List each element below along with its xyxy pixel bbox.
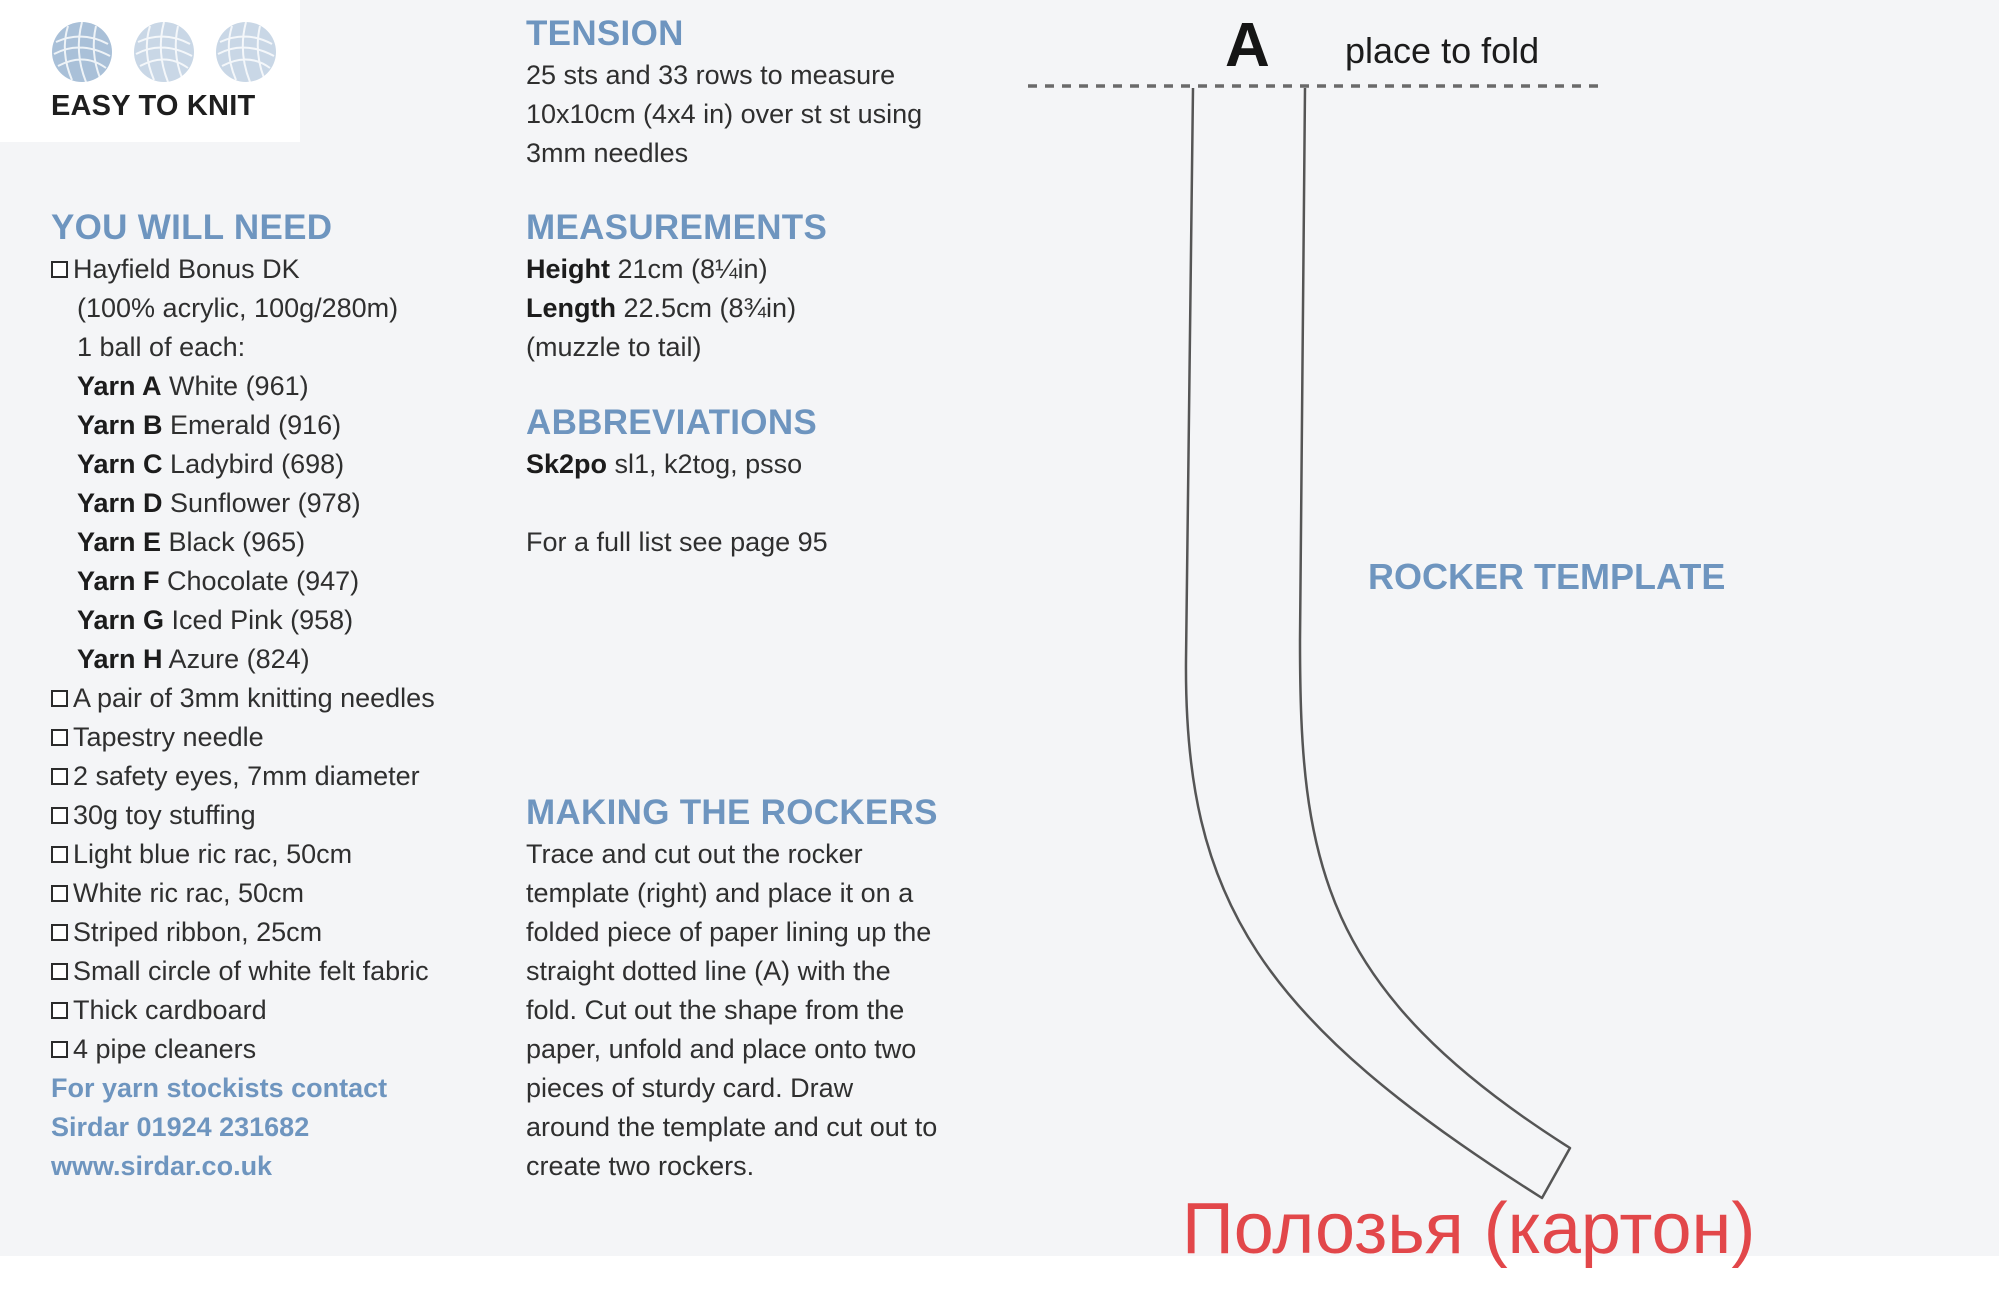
tension-line: 3mm needles — [526, 138, 689, 168]
instruction-line: create two rockers. — [526, 1151, 755, 1181]
tension-section: TENSION 25 sts and 33 rows to measure 10… — [526, 12, 922, 173]
supply-item: 2 safety eyes, 7mm diameter — [51, 757, 435, 796]
yarn-item: Yarn G Iced Pink (958) — [51, 601, 435, 640]
yarn-item: Yarn H Azure (824) — [51, 640, 435, 679]
checkbox-icon — [51, 690, 68, 707]
yarn-item: Yarn E Black (965) — [51, 523, 435, 562]
yarn-ball-icon — [52, 21, 112, 83]
instruction-line: pieces of sturdy card. Draw — [526, 1073, 854, 1103]
checkbox-icon — [51, 924, 68, 941]
yarn-item: Yarn C Ladybird (698) — [51, 445, 435, 484]
yarn-desc: Iced Pink (958) — [164, 605, 354, 635]
instruction-line: around the template and cut out to — [526, 1112, 938, 1142]
yarn-line: Hayfield Bonus DK — [51, 250, 435, 289]
yarn-ball-icon — [134, 21, 194, 83]
tension-heading: TENSION — [526, 14, 684, 53]
yarn-ball-icon — [216, 21, 276, 83]
bottom-strip — [0, 1256, 1999, 1296]
checkbox-icon — [51, 768, 68, 785]
yarn-qty: 1 ball of each: — [77, 332, 246, 362]
yarn-item: Yarn B Emerald (916) — [51, 406, 435, 445]
instruction-line: Trace and cut out the rocker — [526, 839, 863, 869]
supply-item: Tapestry needle — [51, 718, 435, 757]
yarn-label: Yarn C — [77, 449, 163, 479]
making-rockers-heading: MAKING THE ROCKERS — [526, 793, 938, 832]
stockist-website-link[interactable]: www.sirdar.co.uk — [51, 1151, 273, 1181]
handwritten-note: Полозья (картон) — [1182, 1189, 1756, 1269]
yarn-label: Yarn E — [77, 527, 162, 557]
instruction-line: paper, unfold and place onto two — [526, 1034, 917, 1064]
fold-marker-label: A — [1225, 11, 1270, 80]
tension-line: 10x10cm (4x4 in) over st st using — [526, 99, 923, 129]
difficulty-badge: EASY TO KNIT — [0, 0, 300, 142]
abbreviations-heading: ABBREVIATIONS — [526, 403, 818, 442]
instruction-line: straight dotted line (A) with the — [526, 956, 891, 986]
instruction-line: folded piece of paper lining up the — [526, 917, 932, 947]
height-value: 21cm (8¼in) — [610, 254, 768, 284]
supply-item: Striped ribbon, 25cm — [51, 913, 435, 952]
checkbox-icon — [51, 846, 68, 863]
yarn-desc: Black (965) — [161, 527, 306, 557]
yarn-desc: Azure (824) — [162, 644, 310, 674]
yarn-item: Yarn D Sunflower (978) — [51, 484, 435, 523]
supply-item: 30g toy stuffing — [51, 796, 435, 835]
abbreviations-section: ABBREVIATIONS Sk2po sl1, k2tog, psso For… — [526, 401, 828, 562]
rocker-template-title: ROCKER TEMPLATE — [1368, 556, 1726, 597]
measurements-heading: MEASUREMENTS — [526, 208, 828, 247]
fold-label: place to fold — [1345, 30, 1540, 71]
abbreviation-meaning: sl1, k2tog, psso — [607, 449, 803, 479]
yarn-desc: Sunflower (978) — [162, 488, 361, 518]
length-line: Length 22.5cm (8¾in) — [526, 289, 827, 328]
yarn-desc: Chocolate (947) — [159, 566, 360, 596]
yarn-desc: White (961) — [161, 371, 309, 401]
height-label: Height — [526, 254, 610, 284]
yarn-item: Yarn A White (961) — [51, 367, 435, 406]
making-rockers-section: MAKING THE ROCKERS Trace and cut out the… — [526, 791, 938, 1186]
height-line: Height 21cm (8¼in) — [526, 250, 827, 289]
checkbox-icon — [51, 885, 68, 902]
instruction-line: template (right) and place it on a — [526, 878, 914, 908]
checkbox-icon — [51, 729, 68, 746]
yarn-label: Yarn G — [77, 605, 165, 635]
checkbox-icon — [51, 1041, 68, 1058]
yarn-label: Yarn H — [77, 644, 163, 674]
checkbox-icon — [51, 807, 68, 824]
abbreviations-note: For a full list see page 95 — [526, 527, 828, 557]
stockist-contact-line: For yarn stockists contact — [51, 1073, 388, 1103]
supply-item: Small circle of white felt fabric — [51, 952, 435, 991]
yarn-desc: Ladybird (698) — [162, 449, 345, 479]
yarn-label: Yarn D — [77, 488, 163, 518]
checkbox-icon — [51, 261, 68, 278]
tension-line: 25 sts and 33 rows to measure — [526, 60, 896, 90]
rocker-outline — [1184, 87, 1572, 1200]
you-will-need-heading: YOU WILL NEED — [51, 208, 333, 247]
yarn-label: Yarn A — [77, 371, 162, 401]
yarn-label: Yarn B — [77, 410, 163, 440]
stockist-phone: Sirdar 01924 231682 — [51, 1112, 310, 1142]
yarn-desc: Emerald (916) — [162, 410, 342, 440]
checkbox-icon — [51, 1002, 68, 1019]
yarn-label: Yarn F — [77, 566, 160, 596]
measurement-note: (muzzle to tail) — [526, 332, 702, 362]
yarn-spec: (100% acrylic, 100g/280m) — [77, 293, 399, 323]
yarn-name: Hayfield Bonus DK — [73, 254, 300, 284]
length-label: Length — [526, 293, 616, 323]
supply-item: Light blue ric rac, 50cm — [51, 835, 435, 874]
you-will-need-section: YOU WILL NEED Hayfield Bonus DK (100% ac… — [51, 206, 435, 1186]
supply-item: A pair of 3mm knitting needles — [51, 679, 435, 718]
abbreviation-item: Sk2po sl1, k2tog, psso — [526, 445, 828, 484]
length-value: 22.5cm (8¾in) — [615, 293, 797, 323]
difficulty-label: EASY TO KNIT — [51, 90, 256, 122]
checkbox-icon — [51, 963, 68, 980]
measurements-section: MEASUREMENTS Height 21cm (8¼in) Length 2… — [526, 206, 827, 367]
supply-item: White ric rac, 50cm — [51, 874, 435, 913]
instruction-line: fold. Cut out the shape from the — [526, 995, 905, 1025]
supply-item: 4 pipe cleaners — [51, 1030, 435, 1069]
abbreviation-term: Sk2po — [526, 449, 608, 479]
yarn-item: Yarn F Chocolate (947) — [51, 562, 435, 601]
supply-item: Thick cardboard — [51, 991, 435, 1030]
yarn-ball-icons — [50, 20, 278, 84]
